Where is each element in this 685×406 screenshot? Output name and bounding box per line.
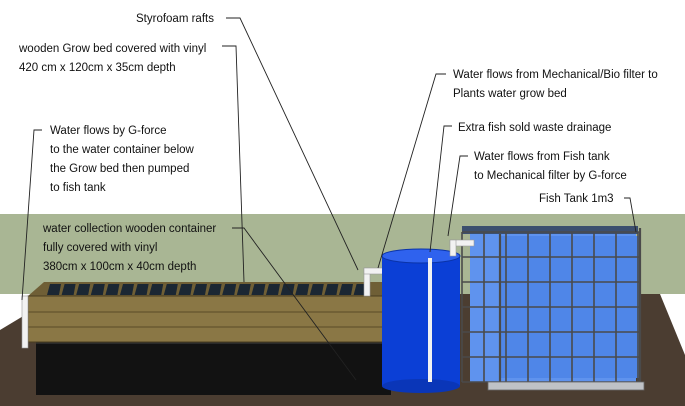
raft-strip [251,284,266,295]
label-collection-line2: fully covered with vinyl [43,242,157,254]
label-gforce-line3: the Grow bed then pumped [50,163,189,175]
styrofoam-rafts [47,284,368,295]
raft-strip [193,284,207,295]
growbed-outlet-pipe [21,295,29,349]
raft-strip [149,284,164,295]
label-collection-line1: water collection wooden container [42,223,216,235]
label-tank-to-mech-line2: to Mechanical filter by G-force [474,170,627,182]
leader-drainage [429,125,452,253]
ibc-pallet [487,381,645,391]
water-collection-container [36,340,391,395]
leader-mech-to-plants [377,73,446,269]
raft-strip [105,284,120,295]
raft-strip [120,284,134,295]
raft-strip [222,284,237,295]
label-fish-tank: Fish Tank 1m3 [539,193,614,205]
leader-lines [21,17,637,381]
leader-rafts [226,17,359,271]
label-mech-to-plants-line2: Plants water grow bed [453,88,567,100]
label-collection-line3: 380cm x 100cm x 40cm depth [43,261,196,273]
label-drainage: Extra fish sold waste drainage [458,122,611,134]
raft-strip [163,284,178,295]
tank-outlet-pipe [449,239,475,257]
mechanical-bio-filter-barrel [381,248,461,393]
label-styrofoam-rafts: Styrofoam rafts [136,13,214,25]
raft-strip [90,284,105,295]
raft-strip [339,284,353,295]
ibc-metal-cage [461,228,642,386]
raft-strip [47,284,61,295]
label-gforce-line2: to the water container below [50,144,195,156]
label-tank-to-mech-line1: Water flows from Fish tank [474,151,610,163]
raft-strip [76,284,91,295]
growbed-inlet-pipe [363,267,385,297]
raft-strip [266,284,280,295]
raft-strip [295,284,310,295]
leader-collection [232,227,357,381]
leader-tank-to-mech [447,155,468,237]
raft-strip [207,284,222,295]
label-gforce-line1: Water flows by G-force [50,125,167,137]
raft-strip [178,284,193,295]
label-growbed-line2: 420 cm x 120cm x 35cm depth [19,62,176,74]
sky [0,0,685,214]
leader-fish-tank [624,197,637,233]
raft-strip [61,284,76,295]
raft-strip [324,284,339,295]
raft-strip [134,284,149,295]
raft-strip [236,284,251,295]
leader-growbed [222,45,245,283]
label-mech-to-plants-line1: Water flows from Mechanical/Bio filter t… [453,69,658,81]
raft-strip [309,284,324,295]
ibc-fish-tank [462,226,640,382]
label-growbed-line1: wooden Grow bed covered with vinyl [18,43,206,55]
leader-gforce [21,129,42,301]
label-gforce-line4: to fish tank [50,182,106,194]
